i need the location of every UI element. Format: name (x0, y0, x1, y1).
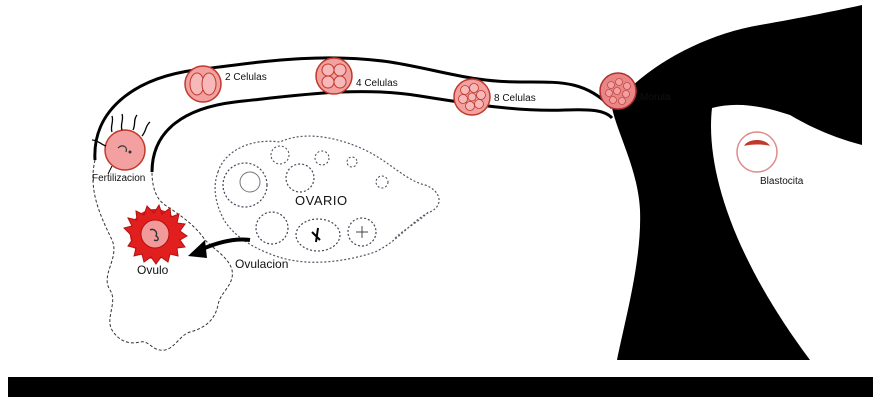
ovulation-arrow (200, 239, 250, 250)
label-morula: Morula (640, 92, 671, 103)
label-8-cells: 8 Celulas (494, 93, 536, 104)
label-ovulation: Ovulacion (235, 257, 288, 271)
label-blastocyst: Blastocita (760, 176, 804, 187)
follicle (376, 176, 388, 188)
label-ovary: OVARIO (295, 193, 348, 208)
uterus-wall (612, 5, 862, 360)
stage-4-cells (316, 58, 352, 94)
label-fertilization: Fertilizacion (92, 173, 145, 184)
stage-morula (600, 73, 636, 109)
follicle (271, 146, 289, 164)
ovulation-arrowhead (188, 240, 207, 258)
stage-blastocyst (737, 132, 777, 172)
fallopian-tube-inner (152, 92, 612, 172)
label-ovum: Ovulo (137, 263, 169, 277)
follicle-mark (356, 226, 368, 238)
label-2-cells: 2 Celulas (225, 72, 267, 83)
follicle (286, 164, 314, 192)
follicle (223, 163, 267, 207)
follicle (315, 151, 329, 165)
bottom-black-bar (8, 377, 873, 397)
follicle (347, 157, 357, 167)
stage-2-cells (185, 66, 221, 102)
label-4-cells: 4 Celulas (356, 78, 398, 89)
corpus-luteum-mark (312, 228, 320, 242)
follicle (240, 172, 260, 192)
follicle (256, 212, 288, 244)
stage-8-cells (454, 79, 490, 115)
